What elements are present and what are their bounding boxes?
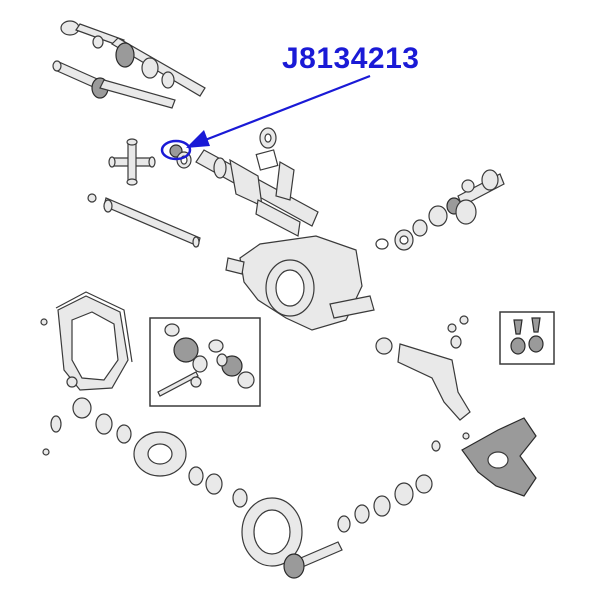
axle-tube-left [195, 127, 319, 237]
spider-gears-inset [149, 317, 261, 407]
right-axle-tube [375, 315, 471, 421]
axle-shaft-assembly-top [52, 20, 206, 109]
carrier-bearings [42, 397, 248, 508]
right-stub-shaft [375, 169, 505, 251]
callout-pointer [160, 74, 371, 161]
ball-joints-inset [499, 311, 555, 365]
u-joint-cross [108, 138, 156, 186]
long-axle-shaft [87, 193, 201, 248]
differential-housing [225, 235, 375, 331]
part-number-label: J8134213 [282, 42, 420, 75]
ring-and-pinion [241, 474, 433, 579]
axle-seal-part [169, 144, 192, 169]
steering-knuckle [431, 417, 537, 497]
diff-cover-gasket [40, 291, 133, 391]
